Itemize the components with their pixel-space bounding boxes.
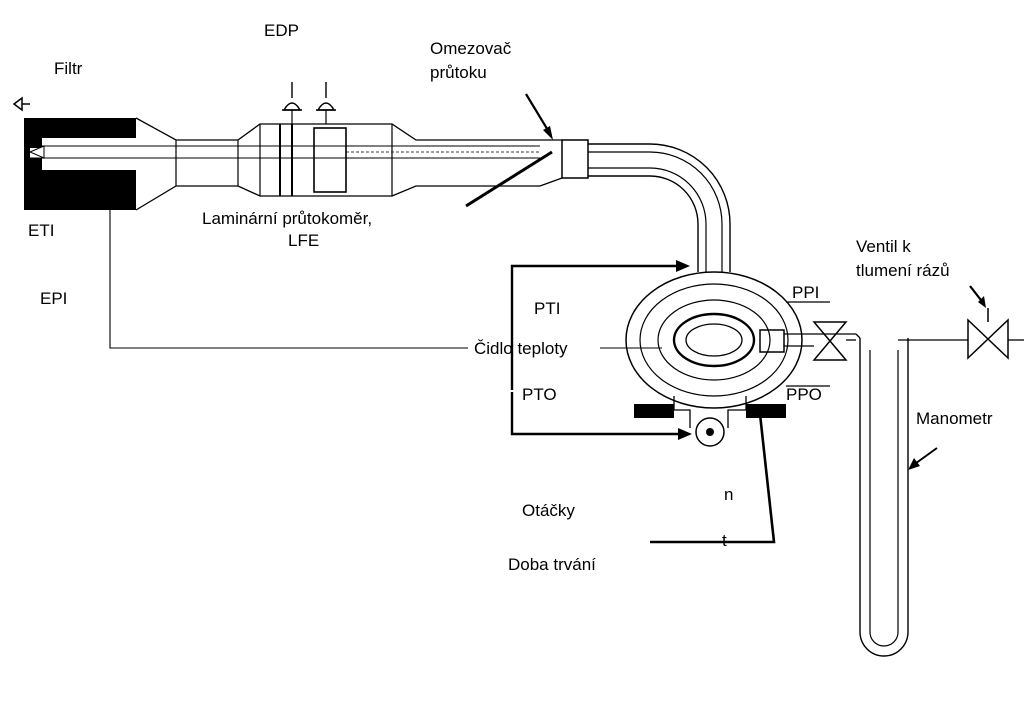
label-cidlo-teploty: Čidlo teploty: [474, 339, 568, 358]
flow-restrictor: [465, 93, 589, 208]
label-pti: PTI: [534, 299, 560, 318]
u-tube-manometer: [855, 333, 1024, 657]
label-epi: EPI: [40, 289, 67, 308]
label-manometr: Manometr: [916, 409, 993, 428]
ppi-valve: [812, 321, 856, 361]
gas-meter: [625, 271, 856, 447]
label-lfe-line1: Laminární průtokoměr,: [202, 209, 372, 228]
label-filtr: Filtr: [54, 59, 83, 78]
signal-lines: [109, 210, 830, 544]
label-omezovac-line1: Omezovač: [430, 39, 512, 58]
label-edp: EDP: [264, 21, 299, 40]
surge-damping-valve: [967, 285, 1009, 360]
label-ventil-line1: Ventil k: [856, 237, 911, 256]
label-otacky: Otáčky: [522, 501, 575, 520]
filter: [12, 96, 138, 210]
label-lfe-line2: LFE: [288, 231, 319, 250]
label-ppo: PPO: [786, 385, 822, 404]
label-ventil-line2: tlumení rázů: [856, 261, 950, 280]
label-eti: ETI: [28, 221, 54, 240]
label-pto: PTO: [522, 385, 557, 404]
laminar-flow-element: [28, 82, 540, 211]
label-omezovac-line2: průtoku: [430, 63, 487, 82]
bent-pipe: [588, 143, 731, 272]
label-t: t: [722, 531, 727, 550]
label-doba-trvani: Doba trvání: [508, 555, 596, 574]
label-n: n: [724, 485, 733, 504]
label-ppi: PPI: [792, 283, 819, 302]
